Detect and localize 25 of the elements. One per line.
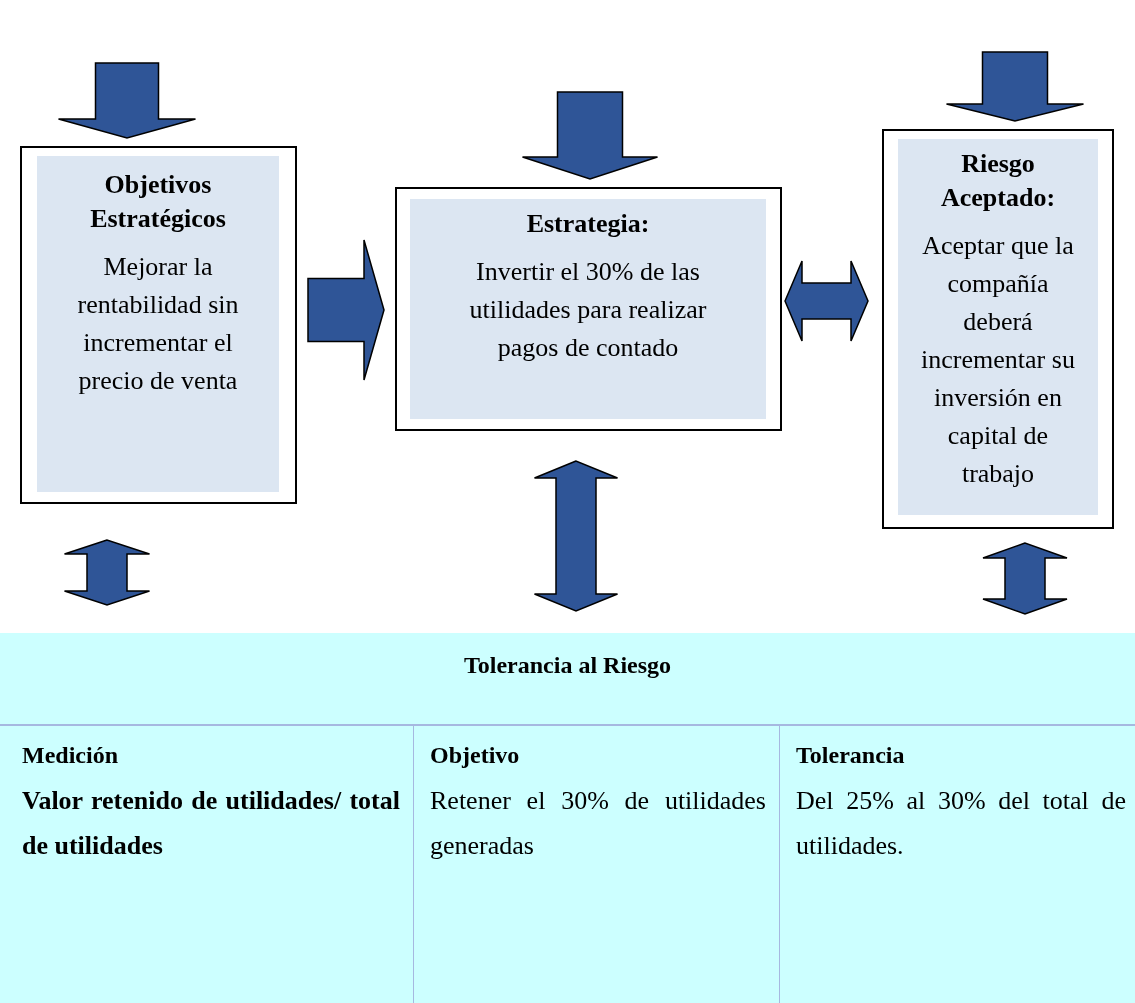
table-title: Tolerancia al Riesgo xyxy=(462,651,673,680)
table-panel xyxy=(0,633,1135,1003)
box-heading: Objetivos Estratégicos xyxy=(89,169,227,235)
block-arrow xyxy=(784,260,869,342)
block-arrow xyxy=(57,62,197,139)
block-arrow xyxy=(945,51,1085,122)
column-header: Tolerancia xyxy=(796,741,906,770)
process-box xyxy=(882,129,1114,529)
box-text: Invertir el 30% de las utilidades para realizar pagos de contado xyxy=(468,256,708,364)
table-cell-text: Retener el 30% de utilidades generadas xyxy=(430,785,766,862)
block-arrow xyxy=(63,539,151,606)
column-header: Objetivo xyxy=(430,741,521,770)
column-header: Medición xyxy=(22,741,119,770)
box-heading: Riesgo Aceptado: xyxy=(939,148,1057,214)
block-arrow xyxy=(521,91,659,180)
box-heading: Estrategia: xyxy=(525,208,651,240)
table-cell-text: Del 25% al 30% del total de utilidades. xyxy=(796,785,1126,862)
block-arrow xyxy=(307,239,385,381)
process-box xyxy=(20,146,297,504)
box-text: Mejorar la rentabilidad sin incrementar el precio de venta xyxy=(76,251,240,397)
box-text: Aceptar que la compañía deberá incrementar su inversión en capital de trabajo xyxy=(920,230,1076,490)
process-box xyxy=(395,187,782,431)
block-arrow xyxy=(533,460,619,612)
block-arrow xyxy=(982,542,1068,615)
table-cell-text: Valor retenido de utilidades/ total de utilidades xyxy=(22,785,400,862)
